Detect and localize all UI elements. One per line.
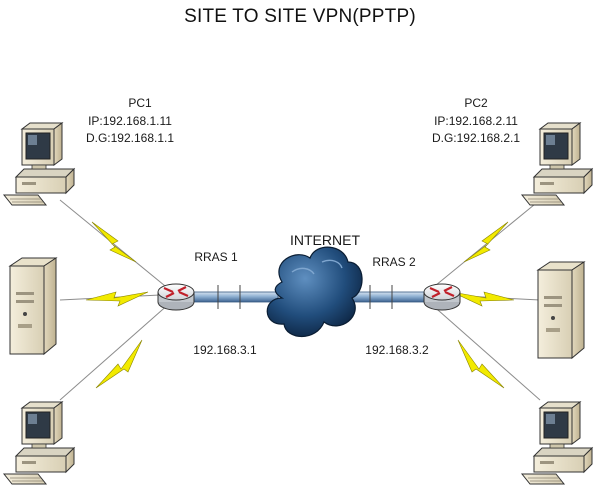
left-bottom-computer-icon: [3, 401, 75, 485]
right-bottom-computer-icon: [521, 401, 593, 485]
pc1-label: PC1: [128, 96, 152, 110]
wireless-link-icon: [463, 221, 509, 263]
rras1-ip: 192.168.3.1: [193, 343, 257, 357]
pc2-ip: IP:192.168.2.11: [434, 114, 518, 128]
pc2-gateway: D.G:192.168.2.1: [431, 131, 521, 145]
pc2-label: PC2: [464, 96, 488, 110]
pc1-ip: IP:192.168.1.11: [88, 114, 172, 128]
wireless-link-icon: [457, 339, 505, 389]
right-server-icon: [537, 261, 585, 359]
internet-cloud-icon: [266, 246, 363, 337]
wireless-link-icon: [95, 339, 143, 389]
internet-label: INTERNET: [290, 232, 360, 248]
rras2-router-icon: [422, 282, 462, 312]
wireless-link-icon: [91, 221, 137, 263]
diagram-title: SITE TO SITE VPN(PPTP): [184, 6, 416, 27]
wireless-link-icon: [451, 291, 515, 307]
rras1-router-icon: [156, 282, 196, 312]
rras1-label: RRAS 1: [194, 250, 238, 264]
left-server-icon: [9, 257, 57, 355]
wireless-link-icon: [85, 291, 149, 307]
pc1-computer-icon: [3, 122, 75, 206]
rras2-label: RRAS 2: [372, 255, 416, 269]
pc1-gateway: D.G:192.168.1.1: [85, 131, 175, 145]
wan-link-left: [179, 291, 279, 303]
rras2-ip: 192.168.3.2: [365, 343, 429, 357]
